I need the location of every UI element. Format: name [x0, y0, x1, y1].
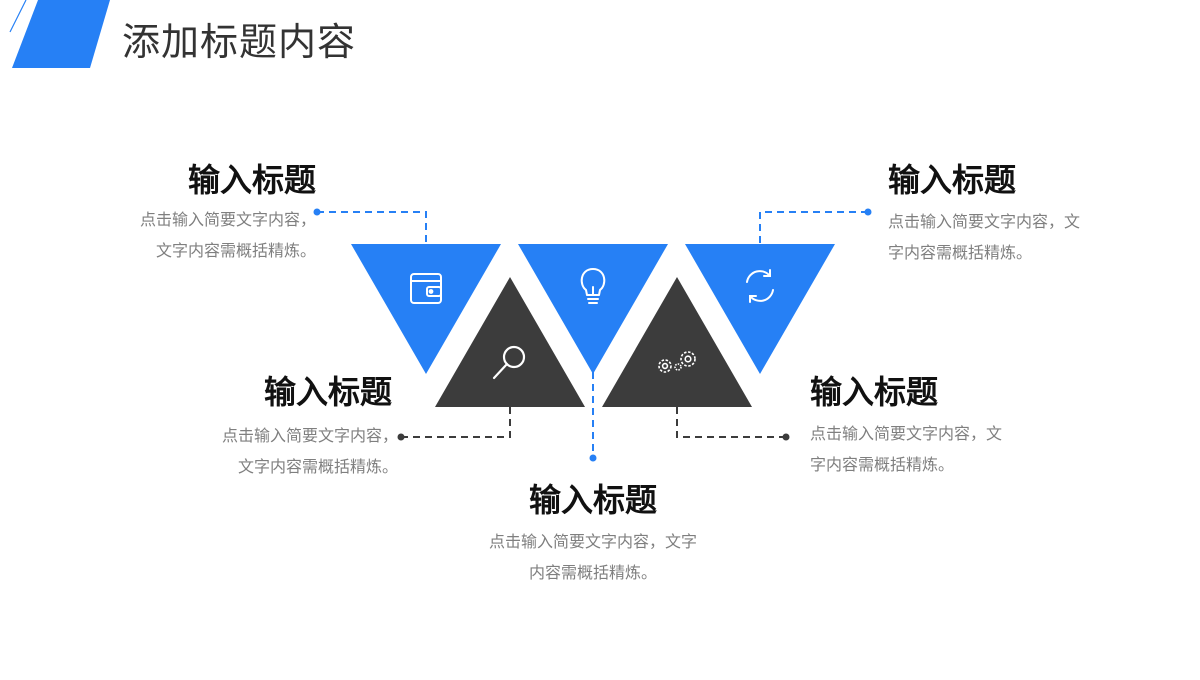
header-decoration — [9, 0, 110, 68]
triangle-dark-2 — [602, 277, 752, 407]
wallet-icon — [410, 273, 442, 304]
search-icon — [492, 345, 526, 380]
block-text-line: 文字内容需概括精炼。 — [237, 457, 398, 476]
triangle-blue-3 — [685, 244, 835, 374]
block-title: 输入标题 — [810, 373, 939, 411]
text-block-mid-right: 输入标题 点击输入简要文字内容，文 字内容需概括精炼。 — [810, 372, 1002, 480]
connector-mid-right — [676, 407, 786, 438]
block-text-line: 点击输入简要文字内容， — [221, 426, 398, 445]
block-text-line: 点击输入简要文字内容， — [139, 210, 316, 229]
block-text-line: 字内容需概括精炼。 — [810, 455, 955, 474]
gears-icon — [658, 351, 696, 373]
block-text-line: 点击输入简要文字内容，文字 — [488, 532, 697, 551]
block-text-line: 文字内容需概括精炼。 — [155, 241, 316, 260]
block-title: 输入标题 — [888, 161, 1017, 199]
connector-dot-mid-right — [782, 433, 790, 441]
connector-top-left — [317, 211, 427, 244]
connector-dot-top-left — [313, 208, 321, 216]
page-title: 添加标题内容 — [122, 20, 357, 64]
connector-mid-left — [401, 407, 511, 438]
triangle-blue-1 — [351, 244, 501, 374]
block-text-line: 字内容需概括精炼。 — [888, 243, 1033, 262]
triangle-dark-1 — [435, 277, 585, 407]
block-text-line: 内容需概括精炼。 — [528, 563, 657, 582]
lightbulb-icon — [580, 268, 606, 304]
block-text-line: 点击输入简要文字内容，文 — [810, 424, 1003, 443]
block-title: 输入标题 — [263, 373, 392, 411]
text-block-top-right: 输入标题 点击输入简要文字内容，文 字内容需概括精炼。 — [888, 160, 1080, 268]
refresh-icon — [746, 269, 774, 303]
triangle-blue-2 — [518, 244, 668, 374]
text-block-center: 输入标题 点击输入简要文字内容，文字 内容需概括精炼。 — [440, 480, 746, 588]
connector-dot-mid-left — [397, 433, 405, 441]
text-block-mid-left-body: 点击输入简要文字内容， 文字内容需概括精炼。 — [222, 420, 398, 482]
block-title: 输入标题 — [187, 161, 316, 199]
block-title: 输入标题 — [528, 481, 657, 519]
text-block-mid-left: 输入标题 — [264, 372, 392, 412]
connector-top-right — [759, 211, 868, 244]
block-text-line: 点击输入简要文字内容，文 — [888, 212, 1081, 231]
connector-dot-top-right — [864, 208, 872, 216]
text-block-top-left-body: 点击输入简要文字内容， 文字内容需概括精炼。 — [140, 204, 316, 266]
text-block-top-left: 输入标题 — [188, 160, 316, 200]
connector-dot-center — [589, 454, 597, 462]
